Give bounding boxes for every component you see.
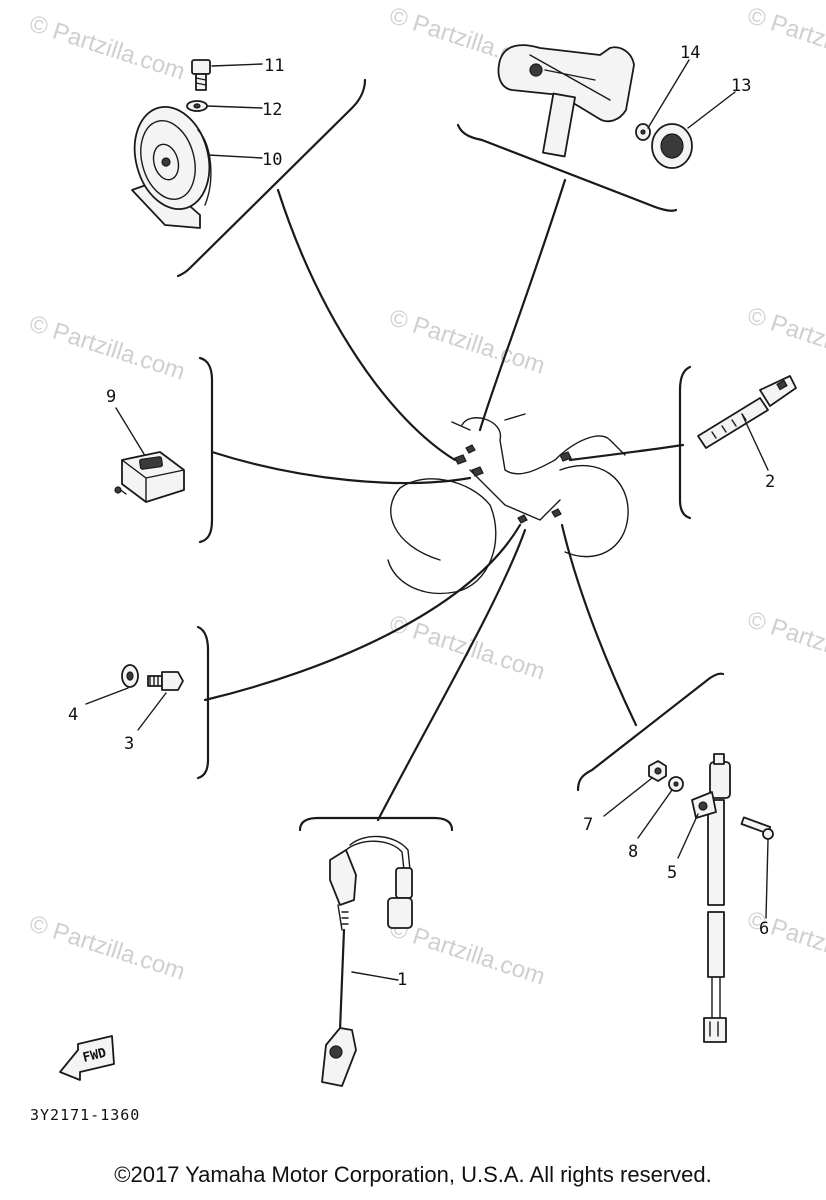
watermark: © Partzilla.com <box>26 310 188 386</box>
bracket-horn-group <box>176 78 367 278</box>
watermark: © Partzilla.com <box>744 906 826 982</box>
switch-screw-part <box>740 816 774 840</box>
plug-cap-part <box>321 835 413 1087</box>
leader-lines <box>203 178 685 822</box>
bracket-band-group <box>678 365 692 520</box>
bracket-flasher-group <box>198 356 214 544</box>
switch-part <box>703 753 731 1043</box>
callout-5: 5 <box>667 863 677 883</box>
switch-bracket-part <box>691 791 717 819</box>
callout-12: 12 <box>262 100 282 120</box>
callout-leaders <box>85 59 769 981</box>
switch-nut-part <box>648 760 667 782</box>
callout-10: 10 <box>262 150 282 170</box>
diagram-code: 3Y2171-1360 <box>30 1106 140 1124</box>
collar-part <box>635 123 651 141</box>
watermark: © Partzilla.com <box>744 2 826 78</box>
callout-1: 1 <box>397 970 407 990</box>
fwd-label: FWD <box>81 1046 108 1066</box>
callout-13: 13 <box>731 76 751 96</box>
callout-11: 11 <box>264 56 284 76</box>
callout-labels: 1 2 3 4 5 6 7 8 9 10 11 12 13 14 <box>68 43 775 990</box>
band-part <box>697 375 797 449</box>
washer-part <box>121 664 139 688</box>
callout-14: 14 <box>680 43 700 63</box>
grommet-part <box>651 123 693 169</box>
bracket-part <box>497 44 635 158</box>
watermark: © Partzilla.com <box>26 10 188 86</box>
horn-part <box>131 106 212 229</box>
bracket-plug-group <box>298 816 454 832</box>
horn-bolt-part <box>191 59 211 91</box>
watermark: © Partzilla.com <box>744 302 826 378</box>
callout-3: 3 <box>124 734 134 754</box>
motorcycle-outline <box>387 413 629 595</box>
horn-washer-part <box>186 100 208 112</box>
callout-8: 8 <box>628 842 638 862</box>
watermark: © Partzilla.com <box>26 910 188 986</box>
callout-6: 6 <box>759 919 769 939</box>
bracket-bolt-group <box>196 625 210 780</box>
bolt-part <box>147 671 184 691</box>
callout-4: 4 <box>68 705 78 725</box>
callout-9: 9 <box>106 387 116 407</box>
fwd-arrow: FWD <box>59 1035 115 1081</box>
copyright-notice: ©2017 Yamaha Motor Corporation, U.S.A. A… <box>114 1162 712 1187</box>
bracket-lamp-group <box>456 123 678 212</box>
switch-washer-part <box>668 776 684 792</box>
watermark: © Partzilla.com <box>744 606 826 682</box>
watermark: © Partzilla.com <box>386 304 548 380</box>
callout-2: 2 <box>765 472 775 492</box>
flasher-relay-part <box>114 451 185 503</box>
bracket-switch-group <box>576 672 725 792</box>
callout-7: 7 <box>583 815 593 835</box>
